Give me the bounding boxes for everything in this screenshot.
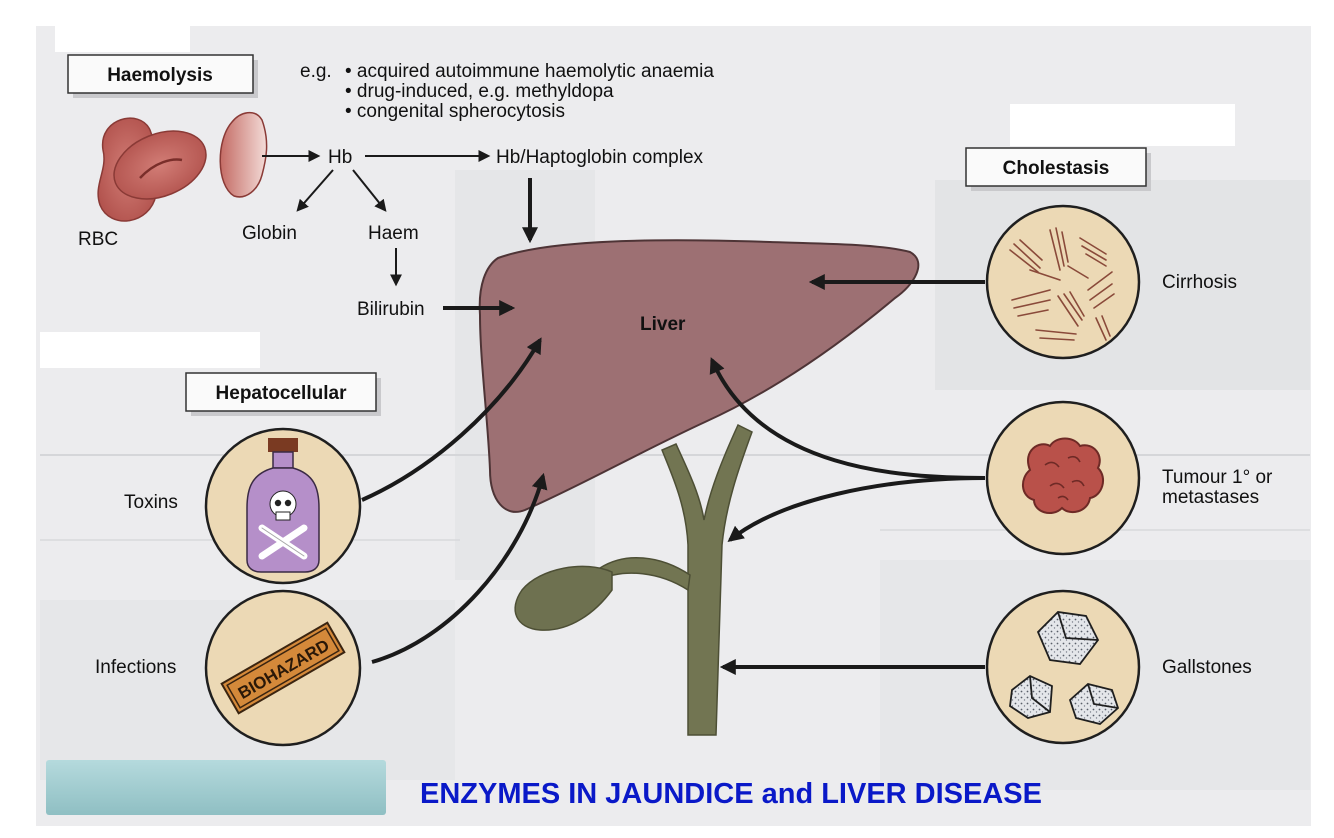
rbc-label: RBC <box>78 229 118 250</box>
tumour-label-line2: metastases <box>1162 487 1259 508</box>
bilirubin-label: Bilirubin <box>357 299 425 320</box>
gallstones-icon <box>1009 611 1120 725</box>
eg-label: e.g. <box>300 61 332 82</box>
hepatocellular-title-box: Hepatocellular <box>185 372 381 416</box>
rbc-cells-icon <box>97 111 268 222</box>
example-drug-induced: • drug-induced, e.g. methyldopa <box>345 81 614 102</box>
cirrhosis-fibrosis-icon <box>1009 227 1115 341</box>
hb-label: Hb <box>328 147 352 168</box>
slide-title: ENZYMES IN JAUNDICE and LIVER DISEASE <box>420 778 1042 810</box>
arrow-hb-to-globin <box>296 169 334 212</box>
gallbladder-shape <box>514 565 613 631</box>
toxins-label: Toxins <box>124 492 178 513</box>
haemolysis-title-box: Haemolysis <box>67 54 258 98</box>
globin-label: Globin <box>242 223 297 244</box>
haem-label: Haem <box>368 223 419 244</box>
blank-box-left <box>40 332 260 368</box>
arrow-hb-to-haem <box>352 169 387 212</box>
arrow-tumour-to-duct <box>727 476 986 542</box>
bile-duct-shape <box>514 423 753 736</box>
haemolysis-title: Haemolysis <box>107 65 213 86</box>
blank-box-top-right <box>1010 104 1235 146</box>
poison-bottle-icon <box>246 438 320 573</box>
example-spherocytosis: • congenital spherocytosis <box>345 101 565 122</box>
arrow-toxins-to-liver <box>361 337 542 502</box>
cirrhosis-circle <box>985 204 1141 360</box>
cholestasis-title: Cholestasis <box>1003 158 1110 179</box>
tumour-label-line1: Tumour 1° or <box>1162 467 1273 488</box>
example-autoimmune: • acquired autoimmune haemolytic anaemia <box>345 61 714 82</box>
teal-box <box>46 760 386 815</box>
gallstones-label: Gallstones <box>1162 657 1252 678</box>
tumour-mass-icon <box>1022 437 1105 515</box>
cirrhosis-label: Cirrhosis <box>1162 272 1237 293</box>
infections-label: Infections <box>95 657 176 678</box>
hb-haptoglobin-label: Hb/Haptoglobin complex <box>496 147 704 168</box>
arrow-infections-to-liver <box>371 472 548 664</box>
liver-shape <box>478 239 920 513</box>
liver-label: Liver <box>640 314 686 335</box>
blank-box-top-left <box>55 26 190 52</box>
hepatocellular-title: Hepatocellular <box>216 383 348 404</box>
cholestasis-title-box: Cholestasis <box>965 147 1151 191</box>
